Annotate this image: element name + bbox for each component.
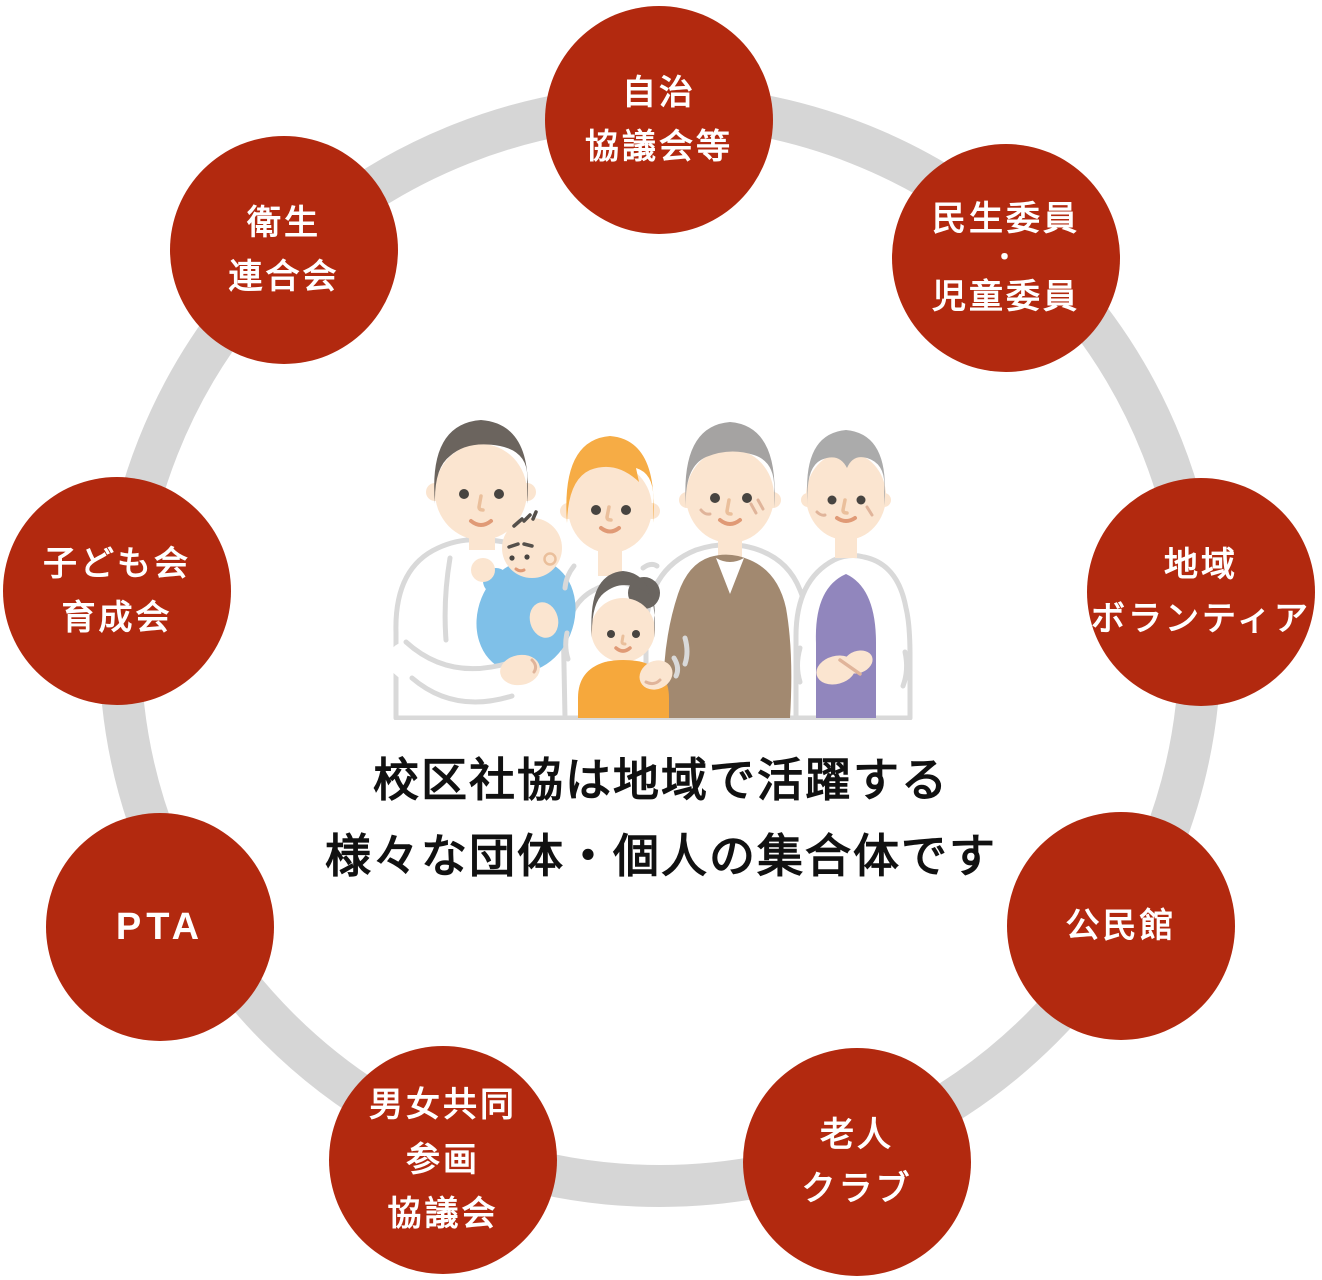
org-node-rojin-club: 老人 クラブ xyxy=(743,1048,971,1276)
sketch-dashes xyxy=(562,561,690,667)
node-label-line: PTA xyxy=(115,905,205,948)
node-label-line: ボランティア xyxy=(1091,600,1311,638)
caption-line-2: 様々な団体・個人の集合体です xyxy=(325,830,997,882)
center-caption: 校区社協は地域で活躍する 様々な団体・個人の集合体です xyxy=(0,742,1322,894)
grandmother-figure xyxy=(793,430,913,720)
node-label-line: 衛生 xyxy=(247,203,321,242)
node-label-line: 参画 xyxy=(406,1140,480,1179)
caption-line-1: 校区社協は地域で活躍する xyxy=(373,754,949,806)
grandfather-figure xyxy=(643,422,811,720)
org-node-eisei-rengokai: 衛生 連合会 xyxy=(170,136,398,364)
org-node-jichi-kyogikai: 自治 協議会等 xyxy=(545,6,773,234)
node-label-line: 育成会 xyxy=(61,599,173,637)
baby-figure xyxy=(388,510,576,705)
node-label-line: 協議会等 xyxy=(585,128,733,166)
org-node-chiiki-volunteer: 地域 ボランティア xyxy=(1087,478,1315,706)
node-label-line: 児童委員 xyxy=(932,277,1080,316)
node-label: 公民館 xyxy=(1066,899,1177,953)
node-label: 男女共同 参画 協議会 xyxy=(369,1078,517,1241)
org-node-minsei-jido-iin: 民生委員 ・ 児童委員 xyxy=(892,144,1120,372)
node-label-line: 地域 xyxy=(1164,545,1238,584)
node-label: 民生委員 ・ 児童委員 xyxy=(932,197,1080,319)
org-node-kominkan: 公民館 xyxy=(1007,812,1235,1040)
node-label-line: 子ども会 xyxy=(43,544,191,583)
node-label: PTA xyxy=(116,897,204,958)
node-label: 衛生 連合会 xyxy=(229,196,340,305)
family-illustration xyxy=(388,420,913,720)
node-label: 子ども会 育成会 xyxy=(43,537,191,646)
node-label-line: 男女共同 xyxy=(369,1086,517,1125)
node-label-line: 公民館 xyxy=(1065,906,1177,945)
node-label: 地域 ボランティア xyxy=(1091,538,1311,647)
node-label-line: 民生委員 xyxy=(932,199,1080,238)
node-label-separator-dot: ・ xyxy=(991,242,1021,273)
node-label: 自治 協議会等 xyxy=(585,66,733,175)
node-label-line: 連合会 xyxy=(228,258,340,296)
node-label-line: 協議会 xyxy=(387,1195,499,1234)
org-node-pta: PTA xyxy=(46,813,274,1041)
girl-figure xyxy=(578,571,681,718)
node-label-line: 老人 xyxy=(820,1115,894,1154)
node-label-line: 自治 xyxy=(622,73,696,112)
org-node-kodomokai-ikuseikai: 子ども会 育成会 xyxy=(3,477,231,705)
org-node-danjo-kyodo-sankaku: 男女共同 参画 協議会 xyxy=(329,1046,557,1274)
node-label: 老人 クラブ xyxy=(802,1108,913,1217)
node-label-line: クラブ xyxy=(801,1170,913,1208)
